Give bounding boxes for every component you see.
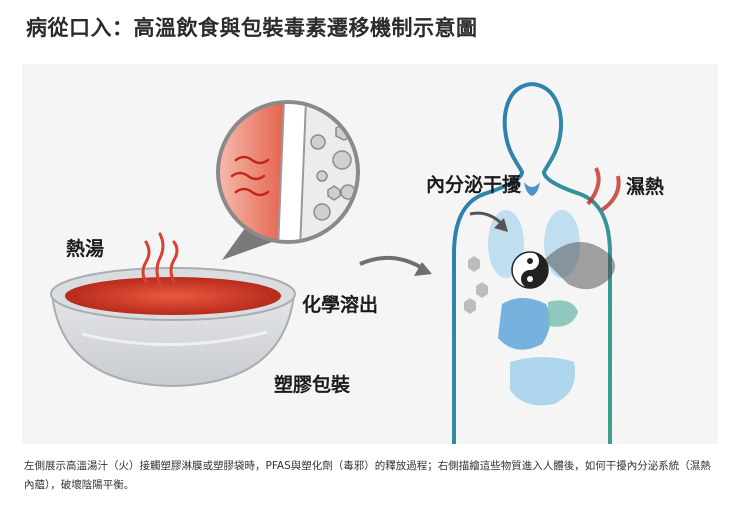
arrow-icon [359, 255, 432, 276]
figure-caption: 左側展示高溫湯汁（火）接觸塑膠淋膜或塑膠袋時，PFAS與塑化劑（毒邪）的釋放過程… [24, 460, 711, 491]
illustration [50, 82, 621, 444]
plastic-packaging-label: 塑膠包裝 [274, 374, 351, 396]
illustration-panel [22, 64, 718, 444]
page-title: 病從口入：高溫飲食與包裝毒素遷移機制示意圖 [26, 16, 478, 40]
hot-soup-label: 熱湯 [66, 238, 105, 260]
endocrine-disruption-label: 內分泌干擾 [426, 174, 522, 196]
zoom-callout [216, 100, 360, 244]
human-body [452, 82, 621, 444]
damp-heat-label: 濕熱 [626, 176, 665, 198]
bowl [50, 267, 296, 388]
chemical-leaching-label: 化學溶出 [302, 294, 379, 316]
yin-yang-icon [511, 251, 549, 289]
soup [65, 277, 281, 315]
steam-icon [141, 232, 179, 286]
